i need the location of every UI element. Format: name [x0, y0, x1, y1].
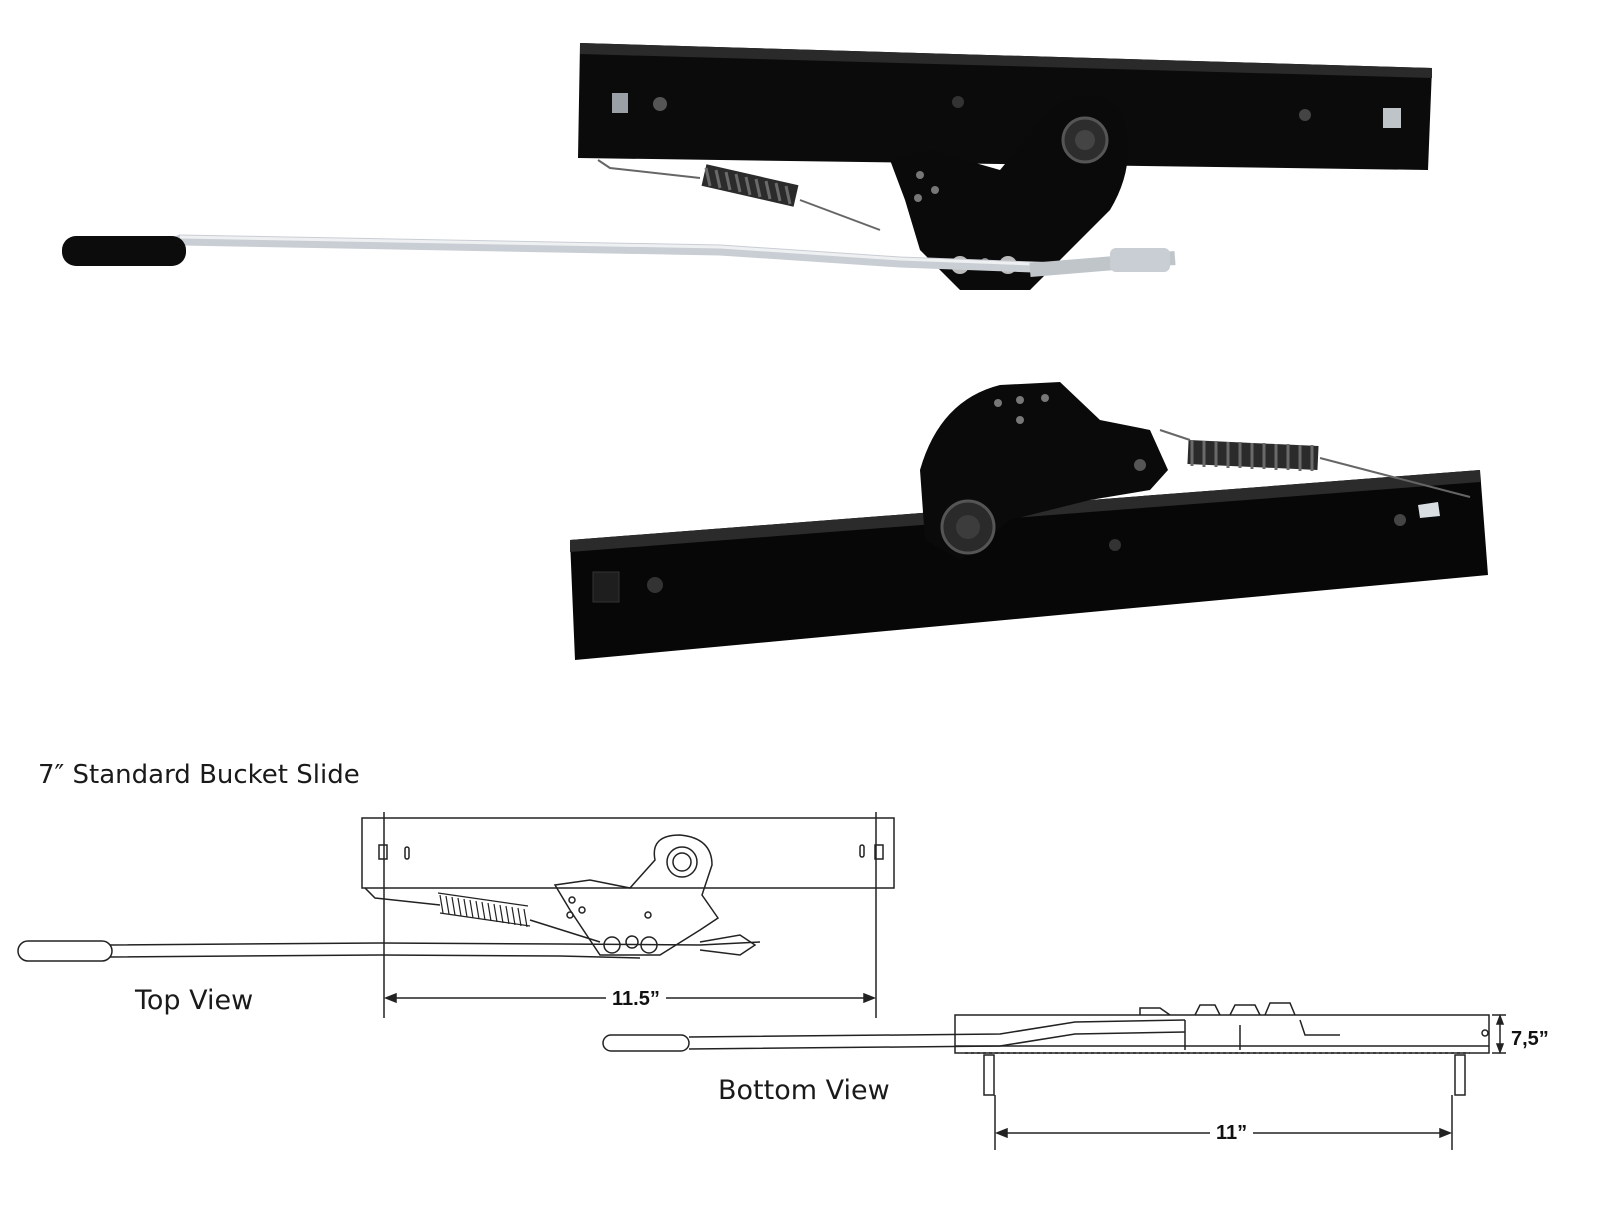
diagram-title: 7″ Standard Bucket Slide — [38, 760, 360, 790]
slot-left — [612, 93, 628, 113]
product-photos — [62, 43, 1488, 660]
bottom-view-lever — [688, 1019, 1186, 1050]
top-view-rail — [361, 817, 895, 889]
bottom-view-label: Bottom View — [718, 1075, 890, 1106]
slide-photo-top — [62, 43, 1432, 290]
height-dimension-label: 7,5” — [1505, 1028, 1555, 1051]
top-view-latch — [553, 834, 720, 956]
slot-right — [1383, 108, 1401, 128]
lever-grip — [62, 236, 186, 266]
top-view-lever — [109, 941, 761, 959]
height-dimension — [1492, 1013, 1506, 1055]
spring-top — [701, 164, 799, 207]
slot-bottom-right — [1418, 502, 1440, 518]
release-lever-rod — [174, 234, 1066, 274]
top-length-dimension: 11.5” — [606, 988, 666, 1011]
bottom-length-dimension: 11” — [1210, 1122, 1254, 1145]
rail-bottom — [570, 470, 1488, 660]
slide-photo-bottom — [570, 382, 1488, 660]
top-view-label: Top View — [135, 985, 254, 1016]
rail-top — [578, 43, 1432, 170]
top-view-spring — [437, 892, 531, 928]
bottom-view-rail — [954, 1014, 1490, 1054]
spring-bottom — [1187, 440, 1319, 471]
